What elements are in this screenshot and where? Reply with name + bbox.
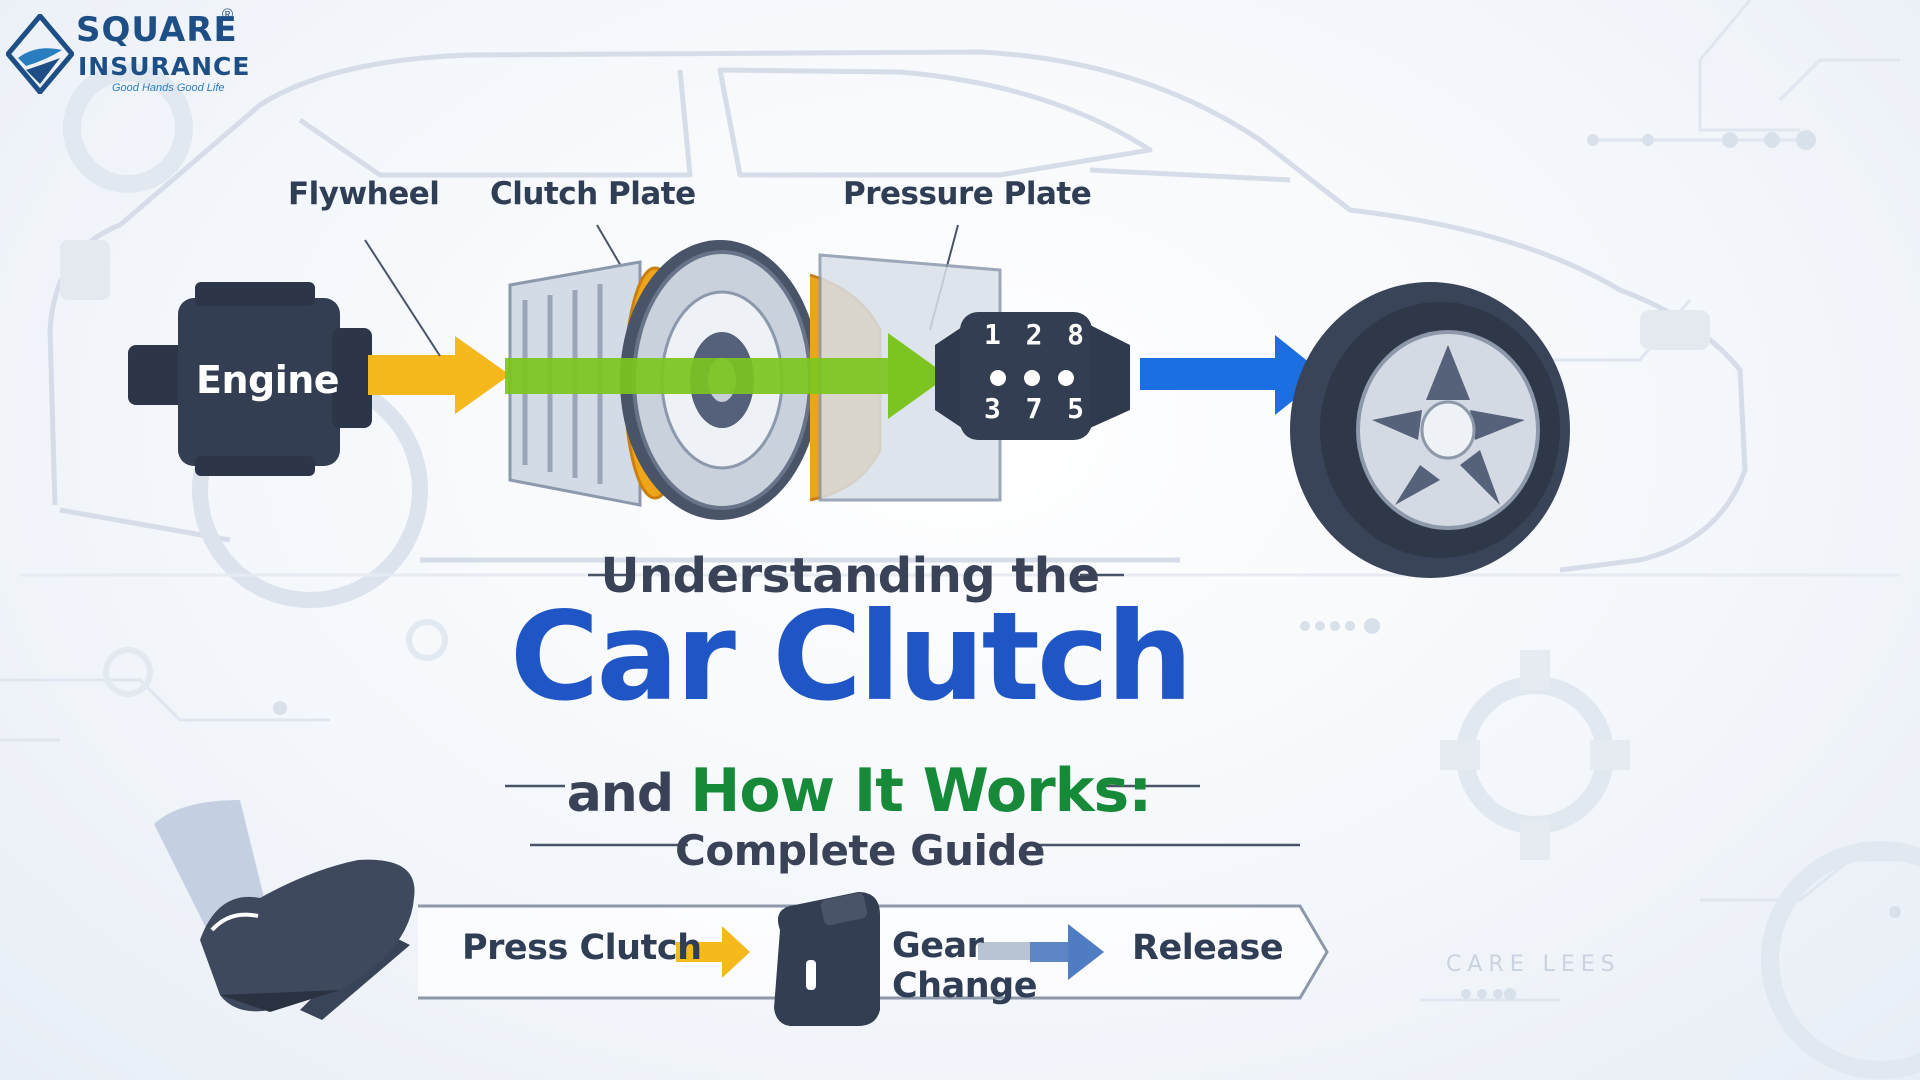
gear-shifter-icon (774, 892, 880, 1026)
step-gear-line2: Change (892, 966, 1037, 1007)
wheel-icon (1290, 282, 1570, 578)
shoe-icon (200, 859, 415, 1012)
faint-watermark: CARE LEES (1446, 952, 1621, 977)
title-understanding: Understanding the (600, 548, 1100, 604)
arrow-green-icon (505, 333, 948, 419)
gear-numbers-top: 1 2 8 (984, 318, 1084, 351)
pressure-plate-label: Pressure Plate (843, 176, 1092, 212)
gear-number: 5 (1067, 392, 1084, 425)
title-car-clutch: Car Clutch (509, 586, 1193, 728)
gear-number: 8 (1067, 318, 1084, 351)
arrow-blue-small-icon (978, 924, 1104, 980)
arrow-blue-icon (1140, 335, 1325, 415)
title-and-prefix: and (566, 764, 691, 824)
flywheel-label: Flywheel (288, 176, 440, 212)
gear-number: 1 (984, 318, 1001, 351)
arrow-yellow-small-icon (676, 926, 750, 978)
clutch-plate-label: Clutch Plate (490, 176, 696, 212)
diamond-logo-icon (6, 14, 74, 94)
gear-numbers-bottom: 3 7 5 (984, 392, 1084, 425)
logo-name-line2: INSURANCE (78, 52, 251, 81)
step-press-clutch: Press Clutch (462, 928, 702, 968)
gear-number: 7 (1025, 392, 1043, 425)
gearbox-icon (935, 312, 1130, 440)
company-logo[interactable]: SQUARE ® INSURANCE Good Hands Good Life (6, 6, 249, 94)
step-gear-line1: Gear (892, 926, 984, 966)
title-how-it-works: and How It Works: (0, 756, 1718, 826)
gear-number: 3 (984, 392, 1001, 425)
logo-tagline: Good Hands Good Life (112, 82, 225, 94)
engine-block-icon (128, 282, 372, 476)
logo-name-line1: SQUARE (76, 10, 238, 50)
title-how-it-works-highlight: How It Works: (690, 756, 1152, 826)
flywheel-leader-line (364, 239, 441, 357)
arrow-yellow-icon (368, 336, 510, 414)
engine-label: Engine (196, 358, 340, 402)
gear-number: 2 (1025, 318, 1043, 351)
registered-mark: ® (222, 6, 234, 23)
title-complete-guide: Complete Guide (675, 826, 1045, 875)
step-gear-change: Gear Change (892, 926, 1037, 1007)
step-release: Release (1132, 928, 1284, 968)
